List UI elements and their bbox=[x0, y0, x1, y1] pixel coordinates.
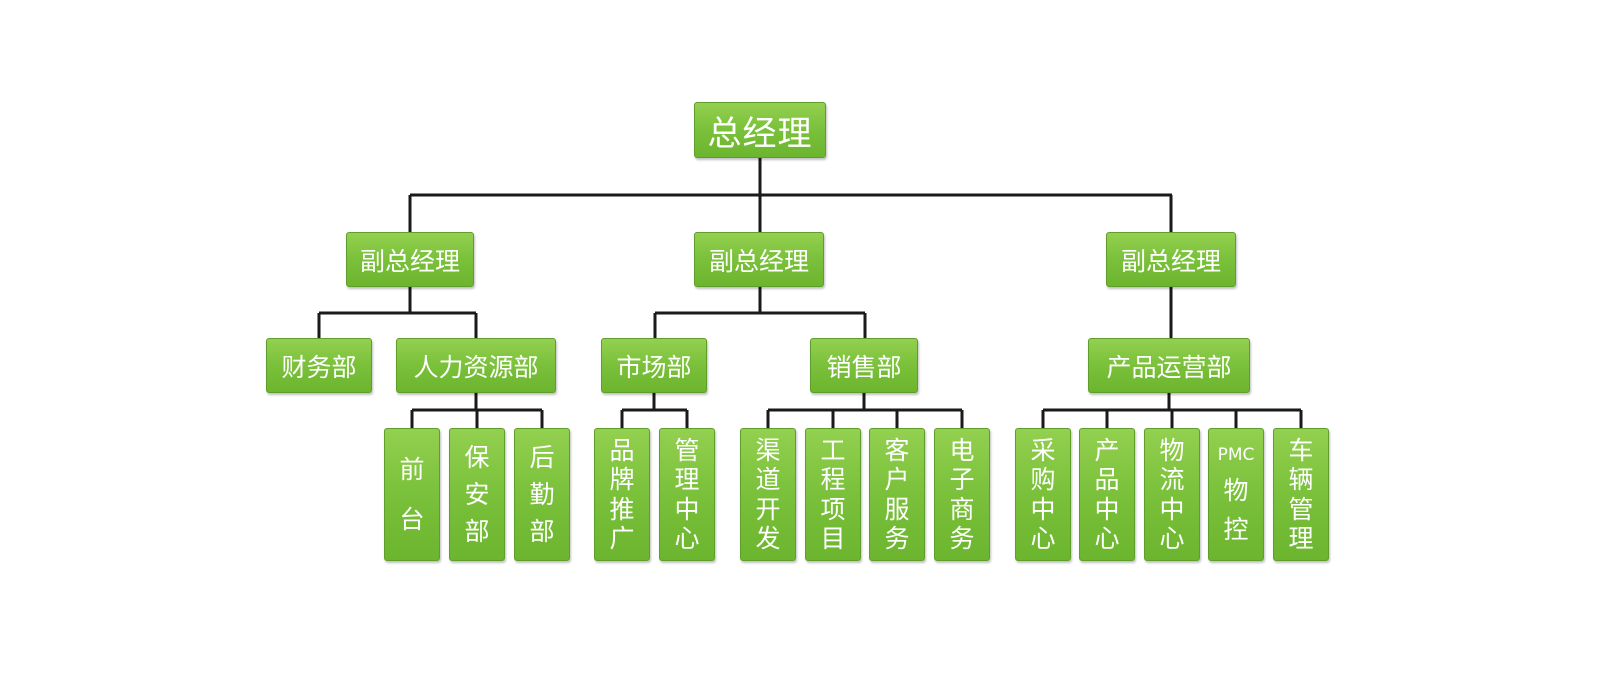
vp-box-3: 副总经理 bbox=[1106, 232, 1236, 287]
vp-label: 副总经理 bbox=[1120, 246, 1221, 276]
unit-label-char: 程 bbox=[820, 465, 846, 495]
unit-label-char: 中 bbox=[1030, 494, 1056, 524]
unit-label-char: 理 bbox=[1288, 524, 1314, 554]
unit-label-char: 安 bbox=[464, 480, 490, 509]
unit-label-char: 牌 bbox=[609, 465, 635, 495]
unit-label-char: 推 bbox=[609, 494, 635, 524]
unit-label-char: 部 bbox=[464, 517, 490, 546]
unit-label-char: 物 bbox=[1159, 435, 1185, 465]
dept-product-ops: 产品运营部 bbox=[1088, 338, 1250, 393]
unit-box: 渠道开发 bbox=[740, 428, 796, 561]
unit-label-char: 理 bbox=[674, 465, 700, 495]
unit-box: 后勤部 bbox=[514, 428, 570, 561]
unit-label-char: 心 bbox=[1094, 524, 1120, 554]
unit-label-char: 台 bbox=[399, 504, 425, 534]
unit-label-char: 客 bbox=[884, 435, 910, 465]
unit-label-char: 目 bbox=[820, 524, 846, 554]
connector-hr bbox=[410, 393, 544, 428]
unit-label-char: 开 bbox=[755, 494, 781, 524]
unit-label-char: 辆 bbox=[1288, 465, 1314, 495]
connector-vp2 bbox=[653, 287, 867, 338]
unit-label-char: 户 bbox=[884, 465, 910, 495]
unit-label-char: 中 bbox=[674, 494, 700, 524]
unit-box: 品牌推广 bbox=[594, 428, 650, 561]
unit-label-char: 采 bbox=[1030, 435, 1056, 465]
unit-label-char: 管 bbox=[674, 435, 700, 465]
unit-label-char: 道 bbox=[755, 465, 781, 495]
dept-label: 财务部 bbox=[281, 352, 357, 382]
unit-box: 前台 bbox=[384, 428, 440, 561]
vp-label: 副总经理 bbox=[708, 246, 809, 276]
unit-label-char: 服 bbox=[884, 494, 910, 524]
unit-box: 管理中心 bbox=[659, 428, 715, 561]
unit-label-char: 部 bbox=[529, 517, 555, 546]
connector-sales bbox=[766, 393, 964, 428]
connector-vp1 bbox=[317, 287, 478, 338]
dept-marketing: 市场部 bbox=[601, 338, 707, 393]
unit-label-char: 务 bbox=[949, 524, 975, 554]
unit-box: 保安部 bbox=[449, 428, 505, 561]
unit-label-char: 品 bbox=[1094, 465, 1120, 495]
unit-label-char: 商 bbox=[949, 494, 975, 524]
vp-label: 副总经理 bbox=[359, 246, 460, 276]
connector-marketing bbox=[620, 393, 689, 428]
vp-box-2: 副总经理 bbox=[694, 232, 824, 287]
vp-box-1: 副总经理 bbox=[346, 232, 474, 287]
unit-label-char: 中 bbox=[1094, 494, 1120, 524]
unit-box: 工程项目 bbox=[805, 428, 861, 561]
unit-label-char: 工 bbox=[820, 435, 846, 465]
unit-label-char: 务 bbox=[884, 524, 910, 554]
unit-box: 客户服务 bbox=[869, 428, 925, 561]
dept-sales: 销售部 bbox=[810, 338, 918, 393]
dept-label: 销售部 bbox=[826, 352, 902, 382]
unit-label-char: 物 bbox=[1223, 476, 1249, 505]
unit-label-char: 子 bbox=[949, 465, 975, 495]
unit-box: 电子商务 bbox=[934, 428, 990, 561]
connector-root bbox=[408, 158, 1173, 232]
unit-label-char: 产 bbox=[1094, 435, 1120, 465]
unit-label-char: 控 bbox=[1223, 515, 1249, 544]
dept-finance: 财务部 bbox=[266, 338, 372, 393]
unit-box: 物流中心 bbox=[1144, 428, 1200, 561]
unit-label-char: 流 bbox=[1159, 465, 1185, 495]
unit-label-char: 购 bbox=[1030, 465, 1056, 495]
unit-label-char: 心 bbox=[1030, 524, 1056, 554]
dept-hr: 人力资源部 bbox=[396, 338, 556, 393]
general-manager-box: 总经理 bbox=[694, 102, 826, 158]
unit-box: 采购中心 bbox=[1015, 428, 1071, 561]
dept-label: 产品运营部 bbox=[1106, 352, 1232, 382]
unit-label-char: 后 bbox=[529, 443, 555, 472]
unit-label-char: PMC bbox=[1217, 445, 1255, 465]
unit-label-char: 电 bbox=[949, 435, 975, 465]
dept-label: 人力资源部 bbox=[413, 352, 539, 382]
unit-label-char: 勤 bbox=[529, 480, 555, 509]
unit-box: 产品中心 bbox=[1079, 428, 1135, 561]
unit-label-char: 车 bbox=[1288, 435, 1314, 465]
unit-label-char: 项 bbox=[820, 494, 846, 524]
general-manager-label: 总经理 bbox=[707, 113, 813, 154]
unit-label-char: 发 bbox=[755, 524, 781, 554]
unit-label-char: 品 bbox=[609, 435, 635, 465]
connector-product-ops bbox=[1041, 393, 1303, 428]
unit-box: PMC 物控 bbox=[1208, 428, 1264, 561]
unit-label-char: 前 bbox=[399, 455, 425, 485]
unit-label-char: 中 bbox=[1159, 494, 1185, 524]
unit-label-char: 心 bbox=[674, 524, 700, 554]
unit-box: 车辆管理 bbox=[1273, 428, 1329, 561]
unit-label-char: 管 bbox=[1288, 494, 1314, 524]
unit-label-char: 渠 bbox=[755, 435, 781, 465]
unit-label-char: 保 bbox=[464, 443, 490, 472]
unit-label-char: 广 bbox=[609, 524, 635, 554]
dept-label: 市场部 bbox=[616, 352, 692, 382]
unit-label-char: 心 bbox=[1159, 524, 1185, 554]
